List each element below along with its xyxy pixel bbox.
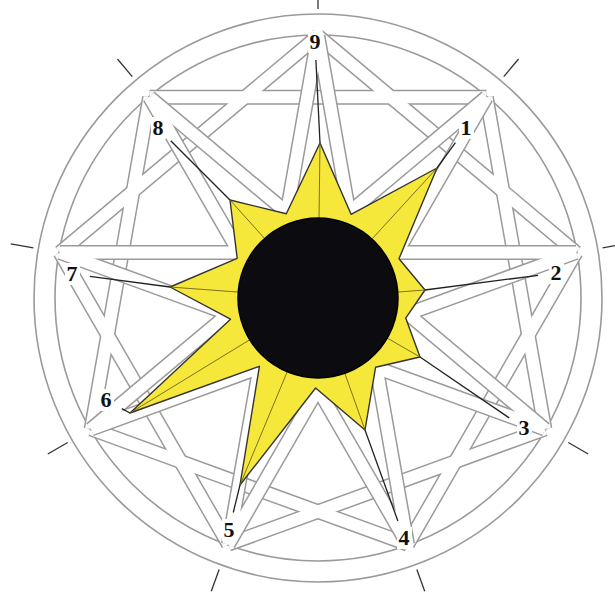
black-sun xyxy=(238,218,398,378)
star-band-inner xyxy=(228,97,486,544)
tick-mark xyxy=(504,59,519,77)
callout-number: 2 xyxy=(549,262,564,284)
callout-number: 3 xyxy=(517,417,532,439)
tick-mark xyxy=(317,0,318,9)
star-band-inner xyxy=(150,97,408,544)
tick-mark xyxy=(603,244,615,248)
star-band xyxy=(408,253,576,545)
yellow-star xyxy=(130,143,437,485)
callout-number: 6 xyxy=(99,389,114,411)
leader-line xyxy=(425,275,538,290)
leader-line xyxy=(365,430,398,521)
outer-ring xyxy=(34,14,602,582)
star-band xyxy=(150,97,408,544)
callout-number: 7 xyxy=(65,263,80,285)
callout-number: 5 xyxy=(222,519,237,541)
inner-ring xyxy=(55,35,581,561)
callout-number: 1 xyxy=(459,117,474,139)
callout-number: 8 xyxy=(151,117,166,139)
leader-line xyxy=(233,485,240,513)
leader-line xyxy=(122,409,130,413)
tick-mark xyxy=(48,443,68,455)
leader-line xyxy=(420,357,509,418)
tick-mark xyxy=(417,570,425,592)
leader-line xyxy=(90,276,170,287)
tick-mark xyxy=(568,443,588,455)
callout-number: 4 xyxy=(397,527,412,549)
callout-number: 9 xyxy=(308,31,323,53)
leader-line xyxy=(171,141,230,200)
star-band xyxy=(228,97,486,544)
tick-mark xyxy=(117,59,132,77)
leader-line xyxy=(437,143,455,168)
tick-mark xyxy=(11,244,34,248)
tick-mark xyxy=(211,570,219,592)
star-band-inner xyxy=(408,253,576,545)
leader-line xyxy=(316,60,320,143)
